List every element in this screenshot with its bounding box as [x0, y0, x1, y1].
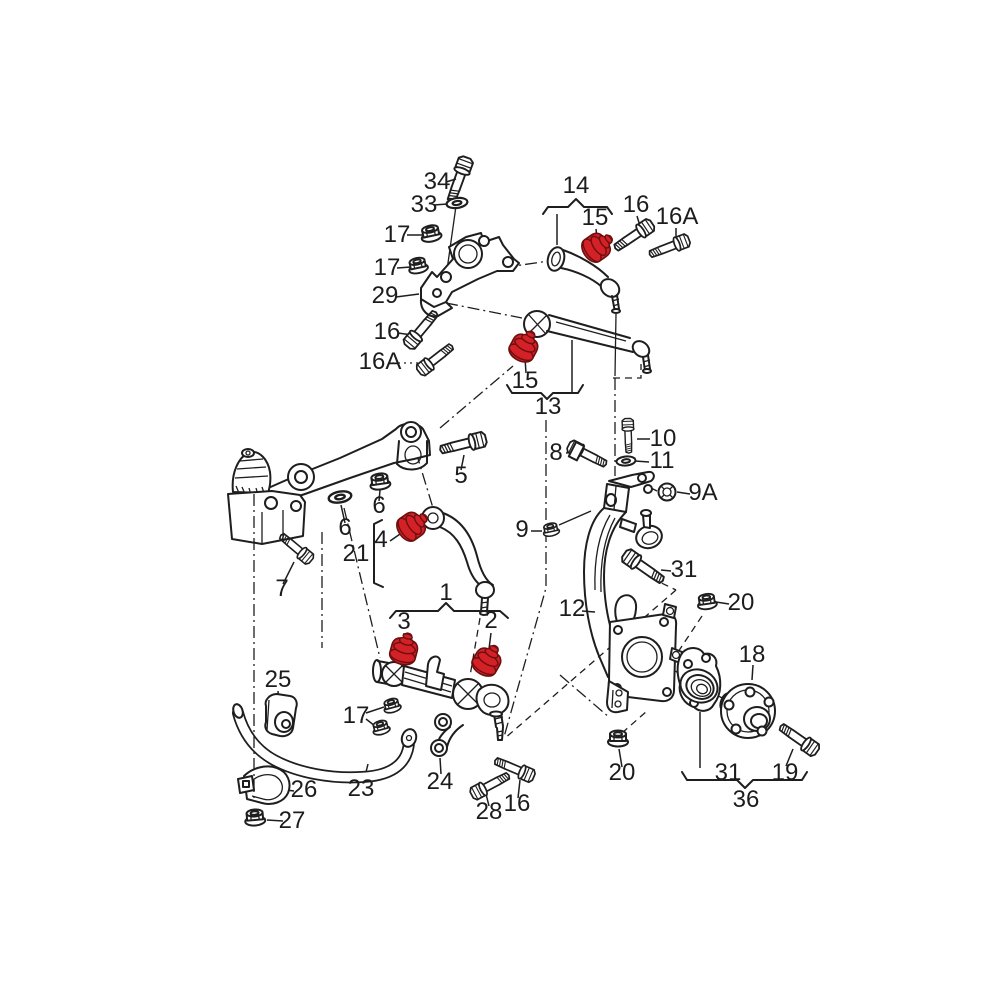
- part-label-7: 7: [275, 575, 288, 602]
- part-label-4: 4: [374, 526, 387, 553]
- part-bar-clamp-26: [237, 765, 291, 805]
- part-curved-link-21: [421, 506, 495, 616]
- part-lower-arm-1: [372, 655, 510, 741]
- part-upper-arm-rear-14: [546, 246, 621, 314]
- group-bracket-13: [506, 384, 584, 400]
- part-label-9: 9: [515, 516, 528, 543]
- part-label-34: 34: [424, 168, 451, 195]
- part-label-17-2: 17: [374, 254, 401, 281]
- construction-lines: [266, 178, 808, 822]
- part-label-27: 27: [279, 807, 306, 834]
- part-label-31-1: 31: [671, 556, 698, 583]
- nut-17-lower: [406, 255, 430, 276]
- part-label-12: 12: [559, 595, 586, 622]
- part-label-24: 24: [427, 768, 454, 795]
- nut-27: [243, 807, 267, 828]
- nut-9A: [657, 482, 677, 502]
- part-label-31-2: 31: [715, 759, 742, 786]
- bolt-16A-top: [646, 231, 693, 263]
- bolt-5: [437, 429, 489, 459]
- part-label-23: 23: [348, 775, 375, 802]
- part-label-36: 36: [733, 786, 760, 813]
- part-label-16A-1: 16A: [359, 348, 402, 375]
- part-label-15-2: 15: [512, 367, 539, 394]
- bolt-19: [775, 719, 823, 759]
- part-label-11: 11: [650, 447, 675, 474]
- bolt-31: [618, 546, 669, 589]
- part-wheel-hub-18: [719, 683, 776, 739]
- nut-9: [540, 520, 561, 539]
- part-label-25: 25: [265, 666, 292, 693]
- washer-6-left: [326, 488, 354, 506]
- part-upper-arm-front-13: [523, 310, 652, 374]
- nut-20-upper: [695, 591, 719, 612]
- bolt-16-left: [400, 306, 443, 353]
- nut-17-link-upper: [381, 695, 403, 716]
- part-label-17-3: 17: [343, 702, 370, 729]
- part-label-29: 29: [372, 282, 399, 309]
- highlighted-bushing-part-2: [467, 638, 508, 681]
- part-label-28: 28: [476, 798, 503, 825]
- part-label-6-1: 6: [372, 492, 385, 519]
- group-bracket-1: [389, 602, 509, 619]
- nut-20-lower: [607, 729, 629, 748]
- part-label-10: 10: [650, 425, 677, 452]
- group-bracket-14: [542, 198, 613, 215]
- part-label-16-3: 16: [504, 790, 531, 817]
- part-label-3: 3: [397, 608, 410, 635]
- part-label-20-1: 20: [728, 589, 755, 616]
- part-label-5: 5: [454, 462, 467, 489]
- part-knuckle-12: [583, 470, 683, 714]
- bolt-16-top: [610, 216, 658, 256]
- part-label-21: 21: [343, 540, 370, 567]
- part-label-15-1: 15: [582, 204, 609, 231]
- nut-6-right: [367, 471, 392, 492]
- part-anti-roll-bar-23: [232, 703, 418, 784]
- bolt-10: [620, 417, 636, 455]
- nut-17-link-lower: [370, 717, 392, 738]
- part-label-17-1: 17: [384, 221, 411, 248]
- part-ball-joint-upper: [619, 509, 663, 550]
- part-label-16A-2: 16A: [656, 203, 699, 230]
- part-label-1: 1: [439, 579, 452, 606]
- part-bearing-flange-31: [676, 647, 722, 712]
- group-bracket-36: [681, 771, 808, 789]
- part-subframe: [227, 421, 431, 545]
- part-mount-bracket-29: [419, 232, 520, 318]
- part-label-16-1: 16: [374, 318, 401, 345]
- part-label-26: 26: [291, 776, 318, 803]
- bolt-16A-left: [413, 339, 458, 379]
- washer-8-square: [567, 441, 586, 462]
- part-label-16-2: 16: [623, 191, 650, 218]
- part-label-14: 14: [563, 172, 590, 199]
- part-stabilizer-link-24: [430, 713, 464, 757]
- part-label-19: 19: [772, 759, 799, 786]
- part-label-9A: 9A: [688, 479, 717, 506]
- part-label-8: 8: [549, 439, 562, 466]
- part-label-20-2: 20: [609, 759, 636, 786]
- part-label-18: 18: [739, 641, 766, 668]
- washer-11: [615, 454, 637, 468]
- part-label-13: 13: [535, 393, 562, 420]
- part-label-2: 2: [484, 607, 497, 634]
- part-label-6-2: 6: [338, 514, 351, 541]
- nut-17-upper: [418, 222, 444, 245]
- group-bracket-21: [373, 519, 384, 588]
- part-label-33: 33: [411, 191, 438, 218]
- part-bar-bushing-25: [264, 693, 298, 738]
